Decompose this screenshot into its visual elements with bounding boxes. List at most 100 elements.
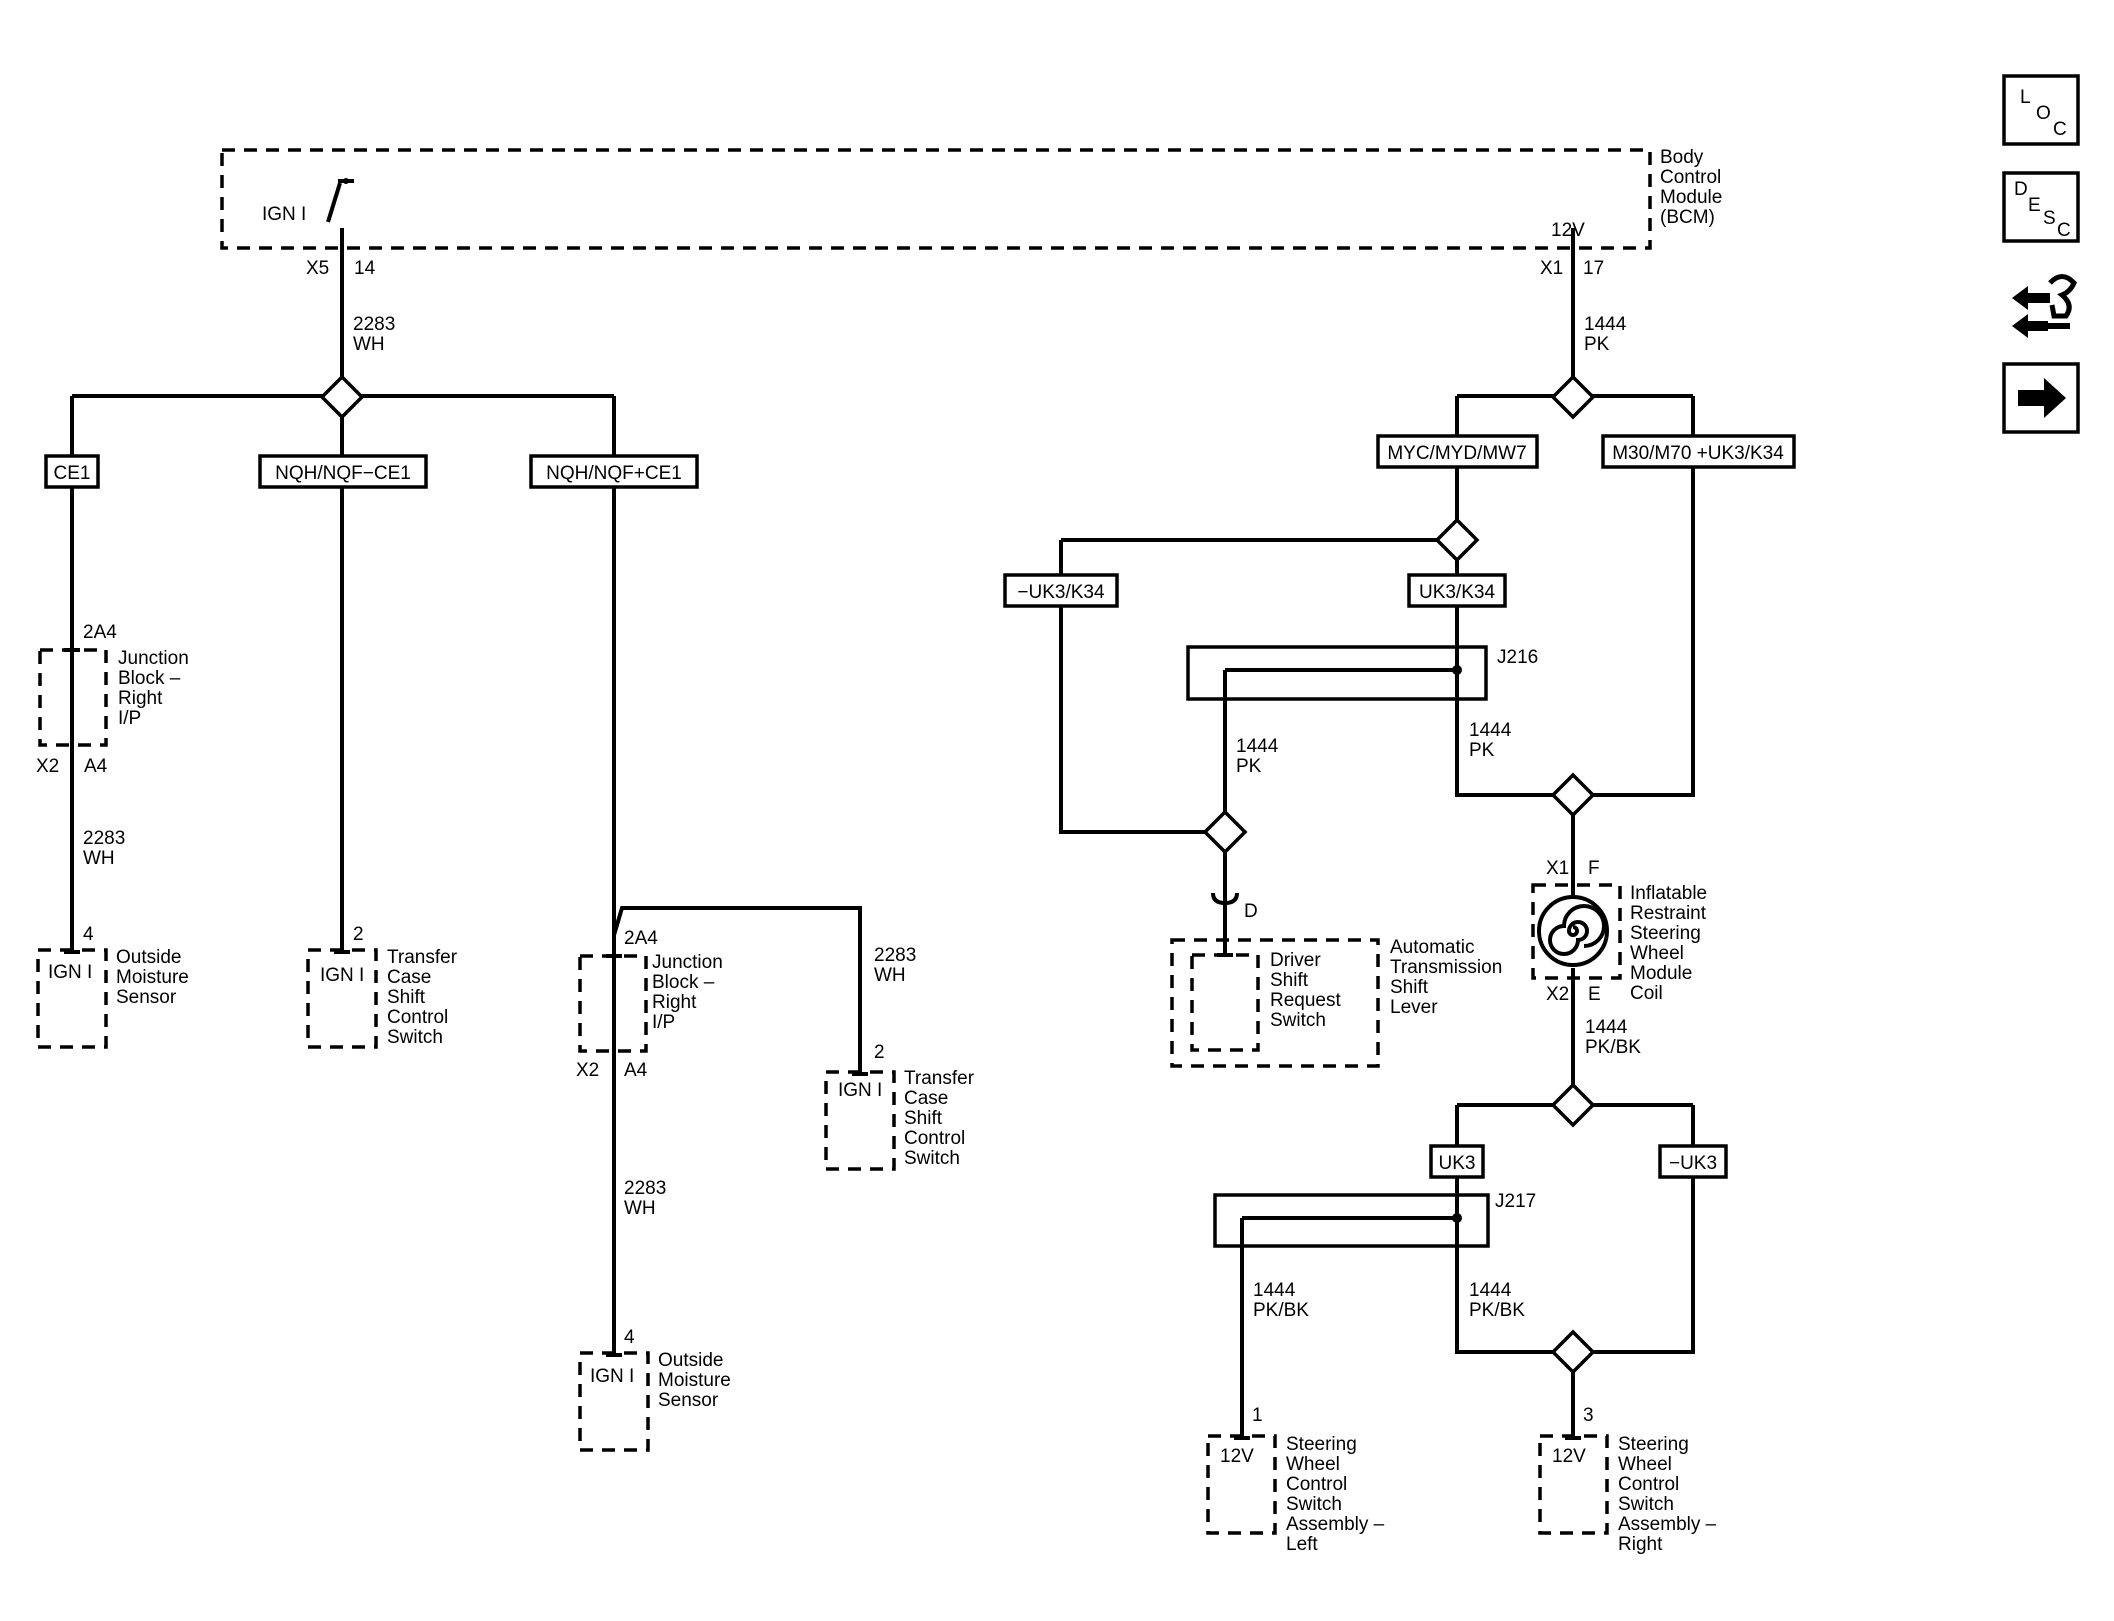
svg-text:PK: PK — [1236, 756, 1262, 777]
svg-text:PK: PK — [1469, 740, 1495, 761]
svg-text:Steering: Steering — [1286, 1434, 1357, 1455]
svg-text:O: O — [2036, 103, 2051, 124]
splice-diamond — [1550, 1082, 1596, 1128]
svg-text:X2: X2 — [1546, 984, 1569, 1005]
svg-text:Transfer: Transfer — [387, 947, 458, 968]
svg-text:2: 2 — [874, 1042, 885, 1063]
option-tag-minus-uk3-k34: −UK3/K34 — [1003, 573, 1119, 608]
svg-text:Sensor: Sensor — [116, 987, 177, 1008]
splice-diamond — [1434, 517, 1480, 563]
bcm-name-line: (BCM) — [1660, 207, 1715, 228]
svg-text:E: E — [2028, 195, 2041, 216]
svg-text:D: D — [1244, 901, 1258, 922]
svg-text:Block –: Block – — [652, 972, 715, 993]
svg-text:Right: Right — [652, 992, 697, 1013]
svg-text:Left: Left — [1286, 1534, 1318, 1555]
svg-text:F: F — [1588, 858, 1600, 879]
svg-text:Control: Control — [904, 1128, 965, 1149]
svg-text:I/P: I/P — [118, 708, 141, 729]
svg-text:Restraint: Restraint — [1630, 903, 1707, 924]
svg-text:1: 1 — [1252, 1405, 1263, 1426]
svg-text:−UK3/K34: −UK3/K34 — [1017, 582, 1105, 603]
svg-text:Automatic: Automatic — [1390, 937, 1474, 958]
inflatable-restraint-steering-wheel-module-coil: Inflatable Restraint Steering Wheel Modu… — [1531, 883, 1707, 1004]
svg-text:−UK3: −UK3 — [1669, 1153, 1717, 1174]
svg-text:PK/BK: PK/BK — [1469, 1300, 1525, 1321]
splice-pack-j217: J217 — [1213, 1191, 1536, 1248]
svg-text:Transmission: Transmission — [1390, 957, 1502, 978]
svg-text:IGN I: IGN I — [320, 965, 364, 986]
svg-text:Sensor: Sensor — [658, 1390, 719, 1411]
svg-text:4: 4 — [624, 1327, 635, 1348]
svg-text:S: S — [2043, 208, 2056, 229]
outside-moisture-sensor-b: IGN I Outside Moisture Sensor — [578, 1350, 731, 1452]
automatic-transmission-shift-lever: Automatic Transmission Shift Lever — [1170, 937, 1502, 1068]
bcm-name-line: Body — [1660, 147, 1704, 168]
svg-text:Steering: Steering — [1618, 1434, 1689, 1455]
svg-text:Shift: Shift — [904, 1108, 943, 1129]
svg-text:Right: Right — [1618, 1534, 1663, 1555]
left-circuit: 2283 WH CE1 NQH/NQF−CE1 NQH/NQF+CE1 2A4 … — [36, 228, 975, 1452]
svg-text:Request: Request — [1270, 990, 1341, 1011]
svg-text:2A4: 2A4 — [624, 928, 658, 949]
next-page-arrow-icon[interactable] — [2002, 362, 2080, 434]
bcm-12v-label: 12V — [1551, 220, 1585, 241]
steering-wheel-control-switch-right: 12V Steering Wheel Control Switch Assemb… — [1538, 1434, 1717, 1555]
driver-shift-request-switch: Driver Shift Request Switch — [1190, 950, 1341, 1052]
svg-text:Steering: Steering — [1630, 923, 1701, 944]
jb-pin-top: 2A4 — [83, 622, 117, 643]
loc-button[interactable]: L O C — [2002, 74, 2080, 146]
svg-text:C: C — [2057, 220, 2071, 241]
junction-block-right-ip-b: Junction Block – Right I/P — [578, 952, 723, 1053]
svg-text:IGN I: IGN I — [590, 1366, 634, 1387]
svg-text:Outside: Outside — [116, 947, 181, 968]
svg-text:D: D — [2014, 179, 2028, 200]
svg-text:2283: 2283 — [83, 828, 125, 849]
bcm-pin-14: 14 — [354, 258, 376, 279]
option-tag-minus-uk3: −UK3 — [1658, 1144, 1728, 1179]
svg-text:C: C — [2053, 119, 2067, 140]
svg-text:Module: Module — [1630, 963, 1692, 984]
svg-text:Assembly –: Assembly – — [1618, 1514, 1717, 1535]
ignition-switch-icon — [326, 178, 354, 223]
bcm-pin-17: 17 — [1583, 258, 1604, 279]
desc-button[interactable]: D E S C — [2002, 171, 2080, 243]
svg-text:Switch: Switch — [1270, 1010, 1326, 1031]
svg-text:1444: 1444 — [1469, 1280, 1512, 1301]
svg-text:L: L — [2020, 87, 2031, 108]
svg-text:J216: J216 — [1497, 647, 1538, 668]
svg-text:Shift: Shift — [387, 987, 426, 1008]
bcm-connector-x5: X5 — [306, 258, 329, 279]
svg-text:Wheel: Wheel — [1630, 943, 1684, 964]
svg-text:NQH/NQF+CE1: NQH/NQF+CE1 — [546, 463, 682, 484]
svg-text:Control: Control — [1286, 1474, 1347, 1495]
wire-color: WH — [353, 334, 385, 355]
right-circuit: 1444 PK MYC/MYD/MW7 M30/M70 +UK3/K34 −UK… — [1003, 228, 1796, 1555]
svg-text:Moisture: Moisture — [116, 967, 189, 988]
svg-text:Assembly –: Assembly – — [1286, 1514, 1385, 1535]
splice-diamond — [1550, 772, 1596, 818]
svg-text:Control: Control — [387, 1007, 448, 1028]
option-tag-nqh-minus-ce1: NQH/NQF−CE1 — [258, 454, 428, 489]
svg-text:1444: 1444 — [1236, 736, 1279, 757]
svg-text:UK3: UK3 — [1439, 1153, 1476, 1174]
svg-text:1444: 1444 — [1585, 1017, 1628, 1038]
svg-text:Switch: Switch — [904, 1148, 960, 1169]
svg-text:J217: J217 — [1495, 1191, 1536, 1212]
svg-text:A4: A4 — [624, 1060, 648, 1081]
outside-moisture-sensor-a: IGN I Outside Moisture Sensor — [36, 947, 189, 1049]
svg-text:PK/BK: PK/BK — [1253, 1300, 1309, 1321]
jb-pin-a4: A4 — [84, 756, 108, 777]
svg-text:WH: WH — [83, 848, 115, 869]
svg-text:Wheel: Wheel — [1618, 1454, 1672, 1475]
option-tag-m30-m70-uk3-k34: M30/M70 +UK3/K34 — [1601, 434, 1796, 469]
svg-text:M30/M70 +UK3/K34: M30/M70 +UK3/K34 — [1612, 443, 1784, 464]
splice-pack-j216: J216 — [1186, 645, 1538, 701]
jb-connector-x2: X2 — [36, 756, 59, 777]
svg-text:Right: Right — [118, 688, 163, 709]
svg-text:PK: PK — [1584, 334, 1610, 355]
svg-text:2283: 2283 — [624, 1178, 666, 1199]
svg-text:1444: 1444 — [1584, 314, 1627, 335]
connector-end-view-icon[interactable] — [2004, 262, 2078, 342]
